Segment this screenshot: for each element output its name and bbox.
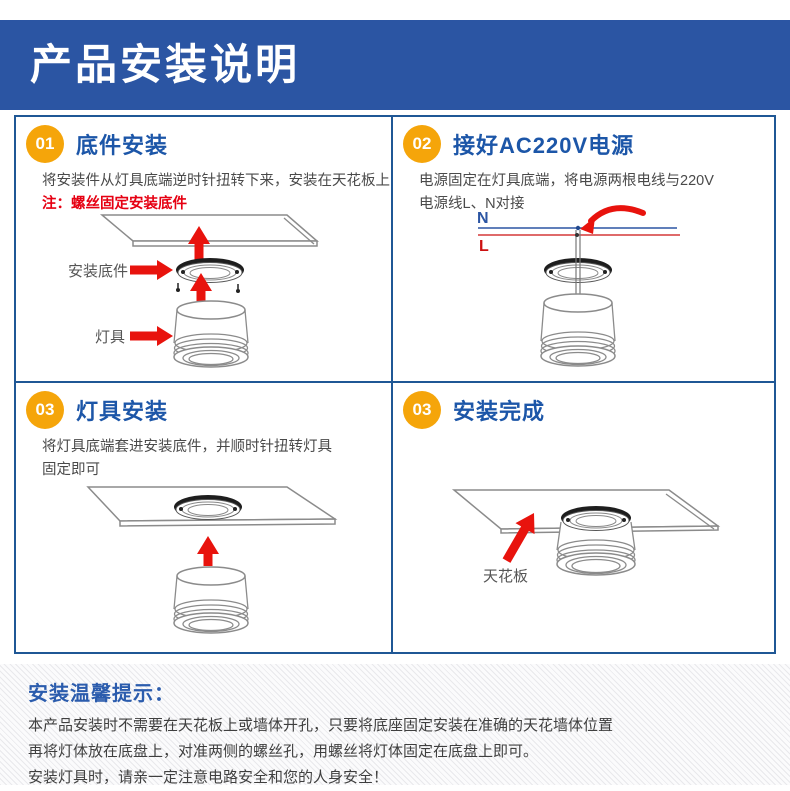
step-2-title: 接好AC220V电源 [453,133,635,158]
step-1-number-badge: 01 [26,125,64,163]
red-arrow-diagonal-icon [502,513,535,563]
step-2-line-1: 电源固定在灯具底端，将电源两根电线与220V [419,173,714,189]
red-arrow-right-icon [130,326,173,346]
lamp-wires [575,230,581,303]
lamp-shape [540,293,616,367]
lamp-label: 灯具 [95,329,125,346]
step-1-line-1: 将安装件从灯具底端逆时针扭转下来，安装在天花板上 [42,173,390,189]
step-3-title: 灯具安装 [76,399,169,424]
step-2-diagram: N L [477,205,680,367]
step-4-number-badge: 03 [403,391,441,429]
step-1-description: 将安装件从灯具底端逆时针扭转下来，安装在天花板上 注：螺丝固定安装底件 [42,170,390,216]
step-2-number-badge: 02 [403,125,441,163]
step-4-title: 安装完成 [453,399,546,424]
step-3-description: 将灯具底端套进安装底件，并顺时针扭转灯具 固定即可 [42,436,332,482]
step-1-panel: 01 底件安装 将安装件从灯具底端逆时针扭转下来，安装在天花板上 注：螺丝固定安… [16,117,393,383]
step-1-diagram: 安装底件 灯具 [68,214,320,368]
live-wire-label: L [479,238,489,255]
mount-ring-shape [544,258,612,283]
wire-joint-dot [575,225,581,231]
mount-ring-shape [174,495,242,520]
tips-line-3: 安装灯具时，请亲一定注意电路安全和您的人身安全！ [28,769,389,786]
mount-ring-shape [176,258,244,283]
page-title-bar: 产品安装说明 [0,20,790,110]
step-3-header: 03 灯具安装 [26,391,168,429]
wire-joint-dot [575,233,579,237]
step-4-header: 03 安装完成 [403,391,545,429]
page-title: 产品安装说明 [30,41,301,88]
screw-icons [176,283,240,293]
ceiling-board-label: 天花板 [483,567,528,585]
steps-grid: 01 底件安装 将安装件从灯具底端逆时针扭转下来，安装在天花板上 注：螺丝固定安… [14,115,776,654]
mount-ring-shape [561,506,631,531]
red-arrow-up-icon [197,536,219,566]
red-arrow-right-icon [130,260,173,280]
step-4-panel: 03 安装完成 [393,383,774,652]
step-3-line-2: 固定即可 [42,462,100,478]
step-1-note: 注：螺丝固定安装底件 [42,196,187,212]
step-3-number-badge: 03 [26,391,64,429]
tips-line-2: 再将灯体放在底盘上，对准两侧的螺丝孔，用螺丝将灯体固定在底盘上即可。 [28,743,539,760]
tips-line-1: 本产品安装时不需要在天花板上或墙体开孔，只要将底座固定安装在准确的天花墙体位置 [28,717,614,734]
step-1-title: 底件安装 [76,133,169,158]
lamp-shape [173,566,249,634]
step-1-header: 01 底件安装 [26,125,168,163]
tips-title: 安装温馨提示： [28,683,175,705]
tips-section: 安装温馨提示： 本产品安装时不需要在天花板上或墙体开孔，只要将底座固定安装在准确… [0,664,790,786]
step-3-panel: 03 灯具安装 将灯具底端套进安装底件，并顺时针扭转灯具 固定即可 [16,383,393,652]
red-curved-arrow-icon [580,205,646,234]
step-2-panel: 02 接好AC220V电源 电源固定在灯具底端，将电源两根电线与220V 电源线… [393,117,774,383]
ceiling-panel-shape [99,214,320,247]
red-arrow-up-icon [190,273,212,301]
neutral-wire-label: N [477,210,489,227]
lamp-shape [173,300,249,368]
step-2-description: 电源固定在灯具底端，将电源两根电线与220V 电源线L、N对接 [419,170,714,216]
base-part-label: 安装底件 [68,263,128,280]
step-3-line-1: 将灯具底端套进安装底件，并顺时针扭转灯具 [42,439,332,455]
red-arrow-up-icon [188,226,210,260]
step-2-header: 02 接好AC220V电源 [403,125,634,163]
step-3-diagram [86,486,338,634]
lamp-shape [556,518,636,576]
step-2-line-2: 电源线L、N对接 [419,196,525,212]
step-4-diagram: 天花板 [451,489,721,585]
